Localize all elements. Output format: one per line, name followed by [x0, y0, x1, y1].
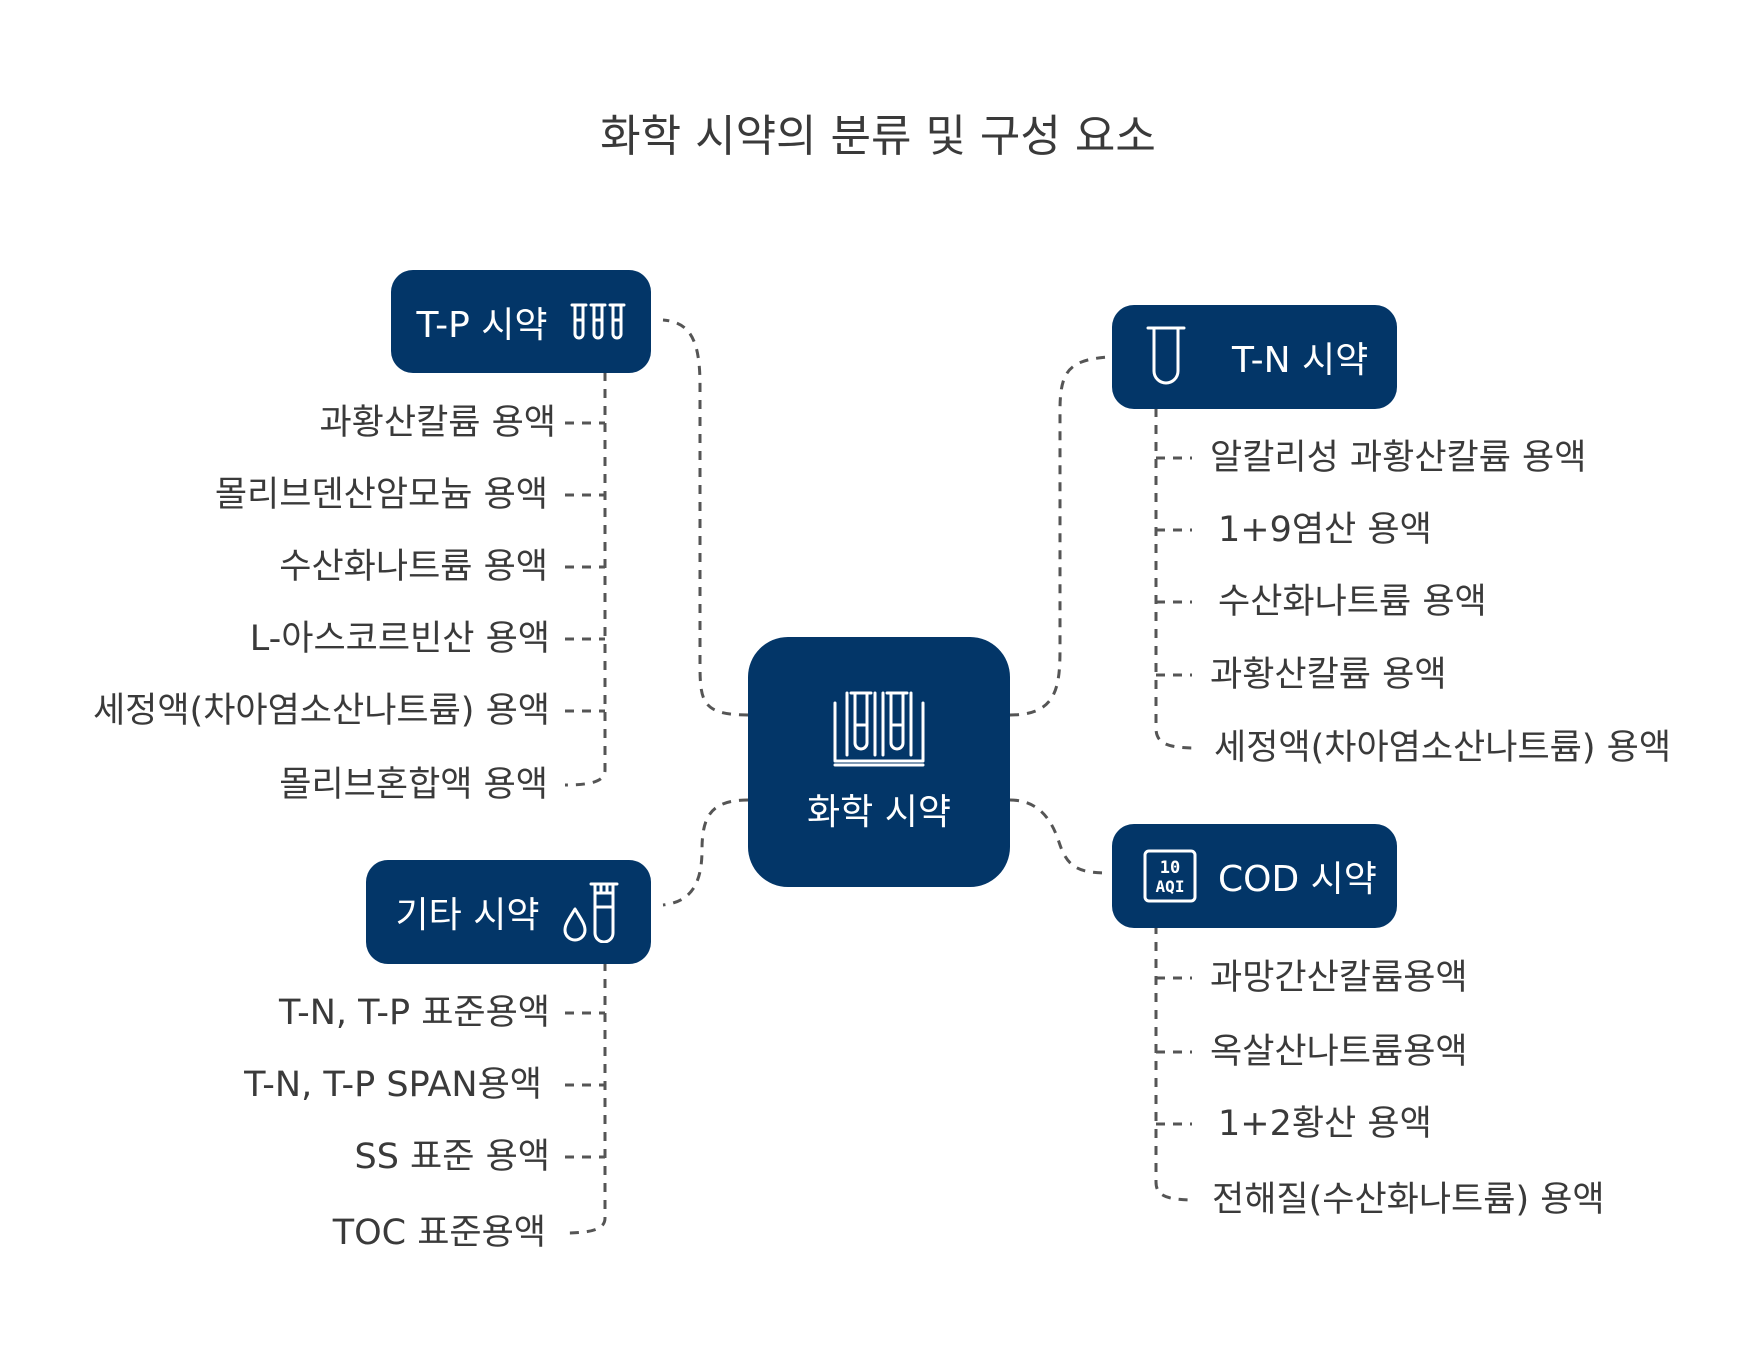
- connector-center-tn: [1009, 355, 1109, 717]
- diagram-title: 화학 시약의 분류 및 구성 요소: [600, 111, 1156, 162]
- svg-text:AQI: AQI: [1156, 877, 1185, 896]
- spine-tp: [564, 372, 607, 787]
- branch-node-tp[interactable]: T-P 시약: [391, 270, 651, 373]
- branch-node-cod-label: COD 시약: [1218, 859, 1377, 900]
- drop-and-test-tube-icon: [561, 881, 621, 943]
- other-item-2: T-N, T-P SPAN용액: [244, 1065, 542, 1105]
- center-node[interactable]: 화학 시약: [748, 637, 1010, 887]
- tp-item-4: L-아스코르빈산 용액: [249, 619, 550, 659]
- tn-item-4: 과황산칼륨 용액: [1210, 655, 1447, 695]
- other-item-4: TOC 표준용액: [332, 1213, 546, 1253]
- svg-text:10: 10: [1160, 858, 1180, 878]
- spine-other: [564, 962, 607, 1235]
- branch-node-other-label: 기타 시약: [395, 895, 540, 936]
- tp-item-5: 세정액(차아염소산나트륨) 용액: [92, 691, 550, 731]
- other-item-1: T-N, T-P 표준용액: [278, 993, 550, 1033]
- branch-node-tn-label: T-N 시약: [1232, 340, 1369, 381]
- tp-item-3: 수산화나트륨 용액: [279, 547, 548, 587]
- tp-item-1: 과황산칼륨 용액: [319, 403, 556, 443]
- connector-center-cod: [1009, 798, 1109, 875]
- branch-node-cod[interactable]: 10 AQI COD 시약: [1112, 824, 1397, 928]
- cod-item-1: 과망간산칼륨용액: [1210, 958, 1468, 998]
- tn-item-1: 알칼리성 과황산칼륨 용액: [1210, 438, 1587, 478]
- branch-node-tn[interactable]: T-N 시약: [1112, 305, 1397, 409]
- tp-item-6: 몰리브혼합액 용액: [279, 765, 548, 805]
- tp-item-2: 몰리브덴산암모늄 용액: [214, 475, 548, 515]
- tn-item-5: 세정액(차아염소산나트륨) 용액: [1214, 728, 1672, 768]
- test-tube-icon: [1144, 325, 1188, 389]
- branch-node-tp-label: T-P 시약: [416, 304, 548, 346]
- aqi-display-icon: 10 AQI: [1142, 848, 1198, 904]
- branch-node-other[interactable]: 기타 시약: [366, 860, 651, 964]
- tn-item-3: 수산화나트륨 용액: [1218, 582, 1487, 622]
- test-tubes-rack-icon: [831, 689, 927, 769]
- spine-tn: [1154, 408, 1196, 750]
- connector-center-other: [662, 798, 749, 907]
- center-node-label: 화학 시약: [807, 792, 951, 833]
- tn-item-2: 1+9염산 용액: [1218, 510, 1432, 550]
- cod-item-2: 옥살산나트륨용액: [1210, 1032, 1468, 1072]
- cod-item-4: 전해질(수산화나트륨) 용액: [1212, 1180, 1605, 1220]
- three-test-tubes-icon: [570, 302, 626, 342]
- spine-cod: [1154, 925, 1196, 1202]
- cod-item-3: 1+2황산 용액: [1218, 1104, 1432, 1144]
- other-item-3: SS 표준 용액: [354, 1137, 551, 1177]
- connector-center-tp: [662, 318, 749, 717]
